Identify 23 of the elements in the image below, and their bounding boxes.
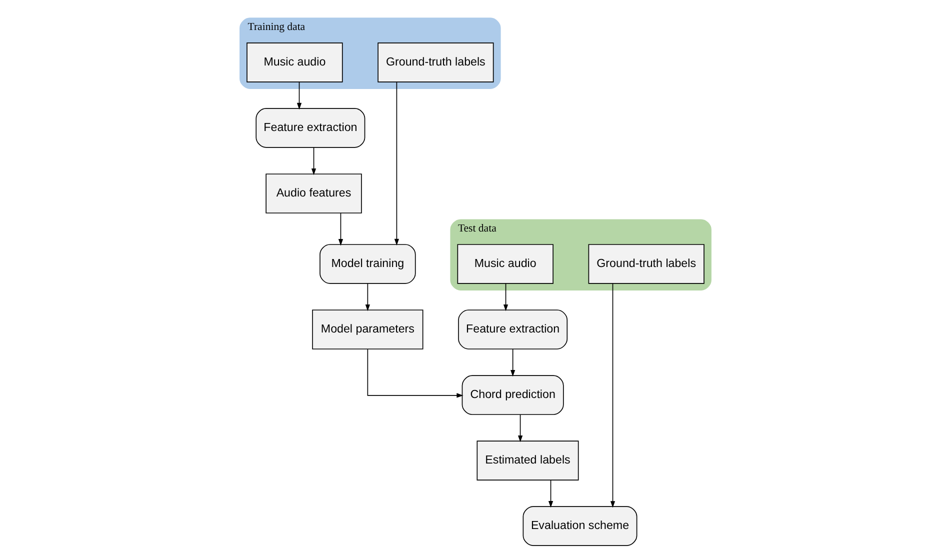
arrow — [510, 348, 516, 377]
node-box: Audio features — [266, 174, 362, 214]
arrow — [503, 283, 508, 312]
node-box: Ground-truth labels — [588, 244, 704, 284]
node-box: Estimated labels — [476, 440, 579, 480]
node-box: Feature extraction — [458, 310, 568, 350]
arrow — [296, 82, 302, 110]
node-box: Evaluation scheme — [522, 506, 638, 546]
node-box: Music audio — [246, 42, 343, 82]
node-box: Feature extraction — [256, 108, 366, 148]
arrow — [548, 480, 554, 508]
arrow — [367, 348, 464, 398]
arrow — [394, 82, 400, 246]
arrow — [338, 212, 344, 246]
arrow — [610, 283, 616, 508]
node-box: Model parameters — [312, 310, 424, 350]
node-box: Model training — [320, 244, 416, 284]
node-box: Ground-truth labels — [378, 42, 494, 82]
node-box: Music audio — [457, 244, 554, 284]
node-box: Chord prediction — [462, 375, 564, 415]
arrow — [518, 414, 523, 442]
arrow — [311, 147, 316, 176]
arrow — [365, 283, 370, 312]
